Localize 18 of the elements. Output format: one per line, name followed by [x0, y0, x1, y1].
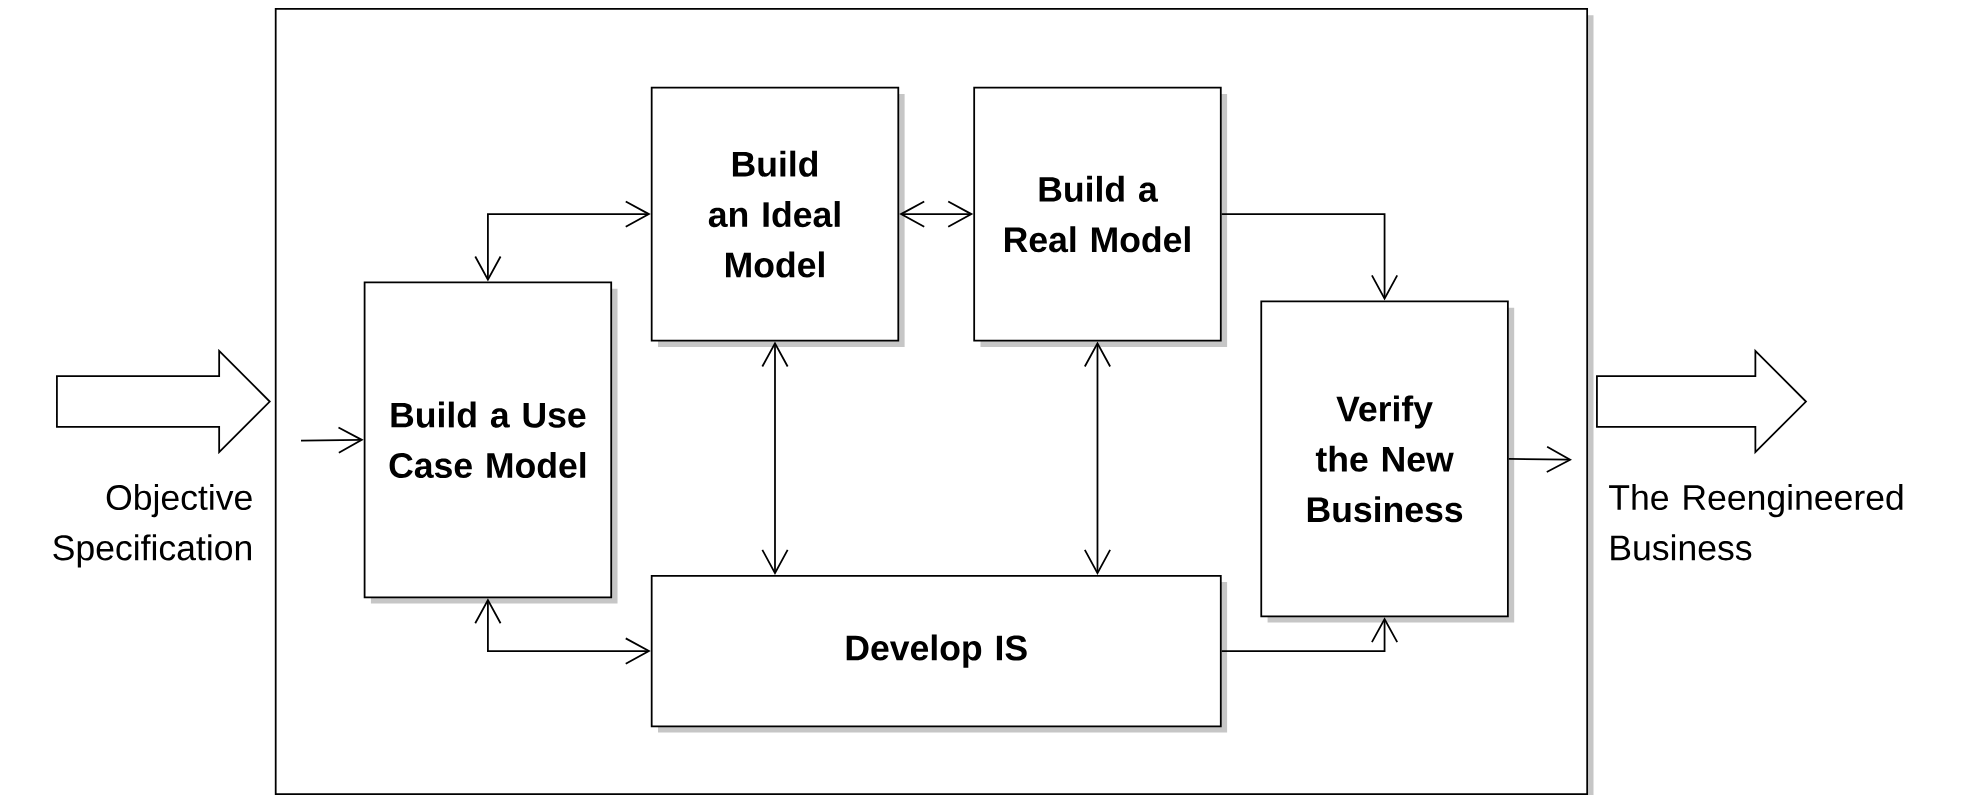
- arrow: [1220, 212, 1399, 301]
- arrow: [761, 341, 789, 575]
- edge-label: The Reengineered Business: [1609, 483, 1903, 561]
- arrow: [1220, 616, 1399, 652]
- process-box: Build a Real Model: [973, 86, 1228, 347]
- arrow: [474, 200, 651, 282]
- process-box: Build an Ideal Model: [650, 86, 905, 347]
- arrow: [474, 597, 651, 665]
- process-box: Build a Use Case Model: [363, 281, 618, 604]
- edge-label: Objective Specification: [53, 483, 252, 568]
- arrow: [300, 426, 364, 454]
- arrow: [1507, 445, 1572, 473]
- arrow: [1083, 341, 1112, 575]
- arrow: [899, 200, 974, 228]
- block-arrow: [1596, 348, 1808, 455]
- block-arrow: [56, 348, 271, 455]
- process-box: Verify the New Business: [1260, 300, 1515, 623]
- process-box: Develop IS: [650, 574, 1228, 733]
